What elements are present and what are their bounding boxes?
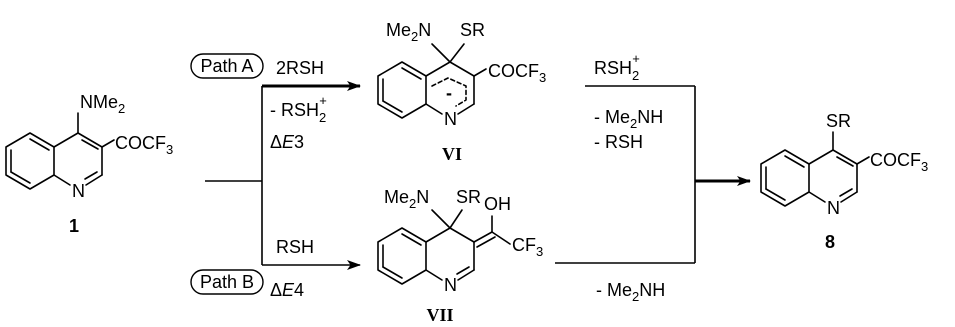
compound-1: NMe2 COCF3 N 1	[5, 92, 173, 236]
path-a-byproduct: - RSH2+	[270, 93, 327, 125]
path-a-step2-reagent: RSH2+	[594, 51, 640, 83]
path-a-label: Path A	[200, 56, 253, 76]
path-a-step2-loss-amine: - Me2NH	[594, 107, 663, 131]
product-8-ring-nitrogen: N	[827, 198, 840, 218]
path-b-step2-loss-amine: - Me2NH	[596, 280, 665, 304]
path-a-reagent: 2RSH	[276, 58, 324, 78]
path-a-energy: ΔE3	[270, 132, 304, 152]
branch-lines	[205, 81, 361, 270]
vii-cf3-label: CF3	[512, 235, 543, 259]
compound-1-ring-nitrogen: N	[72, 181, 85, 201]
vi-amine-label: Me2N	[386, 20, 431, 44]
vii-hydroxyl-label: OH	[484, 194, 511, 214]
path-b-reagent: RSH	[276, 237, 314, 257]
intermediate-vii-structure	[377, 209, 511, 285]
path-a-pill: Path A	[190, 53, 264, 79]
path-b-energy: ΔE4	[270, 280, 304, 300]
intermediate-vii-number: VII	[426, 305, 453, 325]
vii-thio-label: SR	[456, 187, 481, 207]
vi-ring-nitrogen: N	[444, 109, 457, 129]
compound-1-acyl-label: COCF3	[115, 133, 173, 157]
product-8-thio-label: SR	[826, 111, 851, 131]
compound-1-number: 1	[69, 216, 79, 236]
compound-1-structure	[5, 112, 115, 190]
path-a-step2-loss-thiol: - RSH	[594, 132, 643, 152]
product-8-number: 8	[825, 232, 835, 252]
path-b-pill: Path B	[190, 269, 264, 295]
intermediate-vii: Me2N SR OH CF3 N VII	[377, 187, 543, 325]
convergence-lines	[555, 85, 751, 264]
vii-amine-label: Me2N	[384, 187, 429, 211]
intermediate-vi-number: VI	[442, 144, 462, 164]
compound-1-amine-label: NMe2	[80, 92, 125, 116]
intermediate-vi-structure	[377, 43, 487, 119]
vi-negative-charge: -	[446, 83, 452, 103]
vii-ring-nitrogen: N	[444, 275, 457, 295]
path-b-label: Path B	[200, 272, 254, 292]
vi-thio-label: SR	[460, 20, 485, 40]
product-8: SR COCF3 N 8	[760, 111, 928, 252]
product-8-acyl-label: COCF3	[870, 150, 928, 174]
vi-acyl-label: COCF3	[488, 61, 546, 85]
intermediate-vi: Me2N SR COCF3 N - VI	[377, 20, 546, 164]
product-8-structure	[760, 131, 870, 207]
